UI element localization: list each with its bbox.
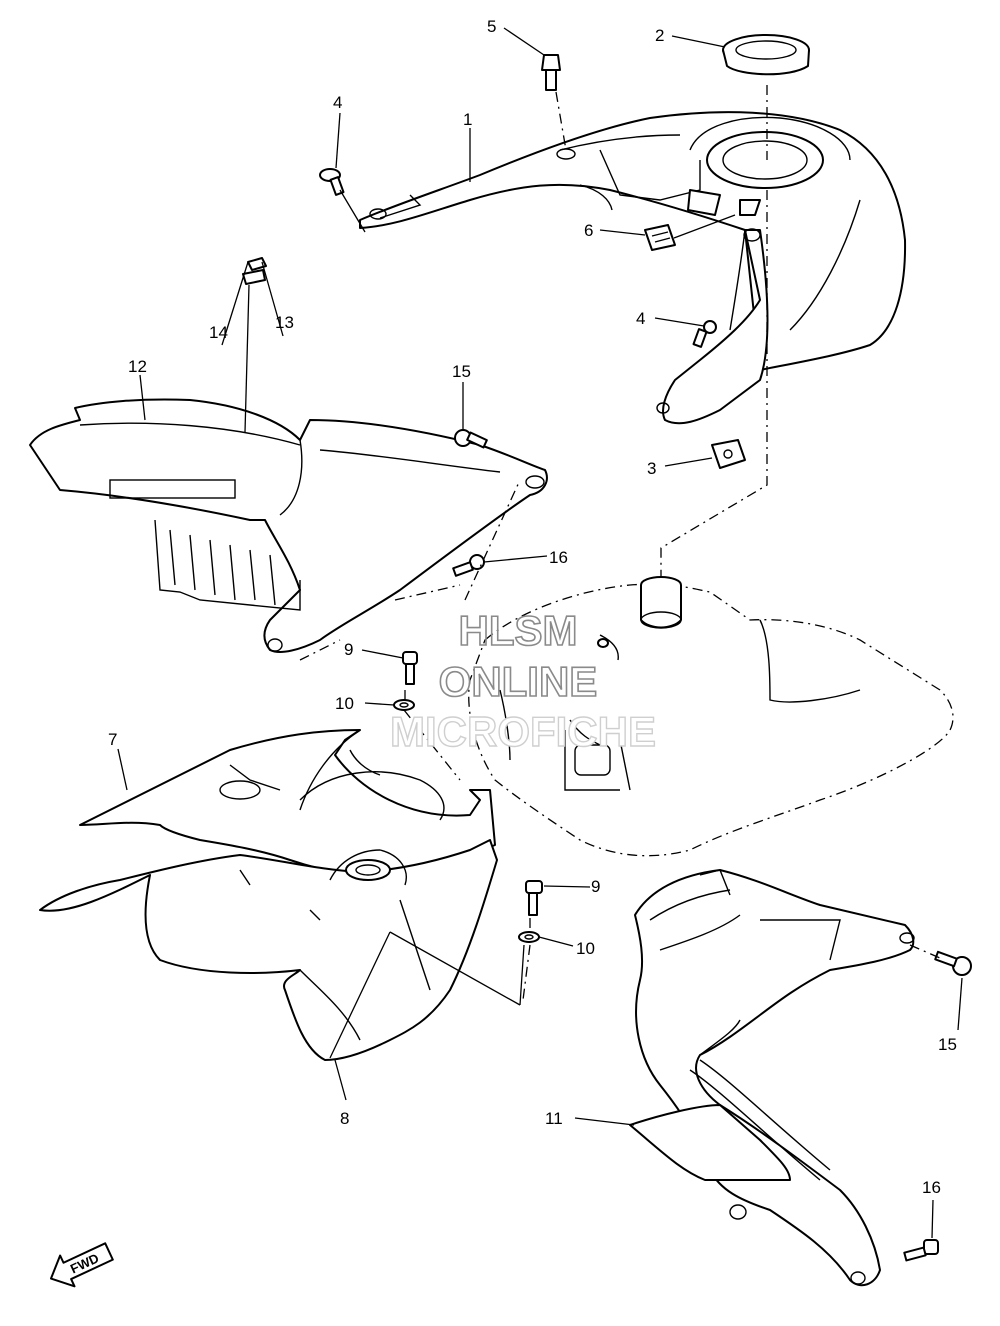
callout-2: 2 xyxy=(655,26,664,45)
callout-4a: 4 xyxy=(333,93,342,112)
nut-clip-part-3 xyxy=(711,439,746,469)
callout-16b: 16 xyxy=(922,1178,941,1197)
callout-14: 14 xyxy=(209,323,228,342)
callout-13: 13 xyxy=(275,313,294,332)
callout-4b: 4 xyxy=(636,309,645,328)
leader-lines xyxy=(117,27,963,1239)
grommets-part-13-14 xyxy=(242,257,267,285)
callout-16a: 16 xyxy=(549,548,568,567)
watermark-line-3: MICROFICHE xyxy=(390,708,656,755)
bolt-part-16a xyxy=(452,554,485,577)
washer-part-10b xyxy=(518,931,540,943)
bolt-part-9a xyxy=(402,651,418,685)
callout-3: 3 xyxy=(647,459,656,478)
callout-7: 7 xyxy=(108,730,117,749)
callout-9a: 9 xyxy=(344,640,353,659)
watermark-line-2: ONLINE xyxy=(439,658,598,705)
cap-seal-part-2 xyxy=(722,34,810,76)
callout-8: 8 xyxy=(340,1109,349,1128)
fuel-tank-reference xyxy=(468,576,954,857)
callout-labels: 1 2 3 4 4 5 6 7 8 9 9 10 10 11 12 13 14 … xyxy=(108,17,957,1197)
fwd-arrow: FWD xyxy=(49,1242,114,1288)
screw-part-15a xyxy=(454,429,488,449)
callout-11: 11 xyxy=(545,1109,563,1128)
assembly-lines xyxy=(299,85,941,1001)
callout-15a: 15 xyxy=(452,362,471,381)
screw-part-15b xyxy=(934,950,972,976)
callout-6: 6 xyxy=(584,221,593,240)
clip-part-6 xyxy=(644,224,676,251)
tank-cover-part-1 xyxy=(359,111,907,425)
callout-9b: 9 xyxy=(591,877,600,896)
callout-15b: 15 xyxy=(938,1035,957,1054)
bolt-part-5 xyxy=(541,54,561,91)
callout-1: 1 xyxy=(463,110,472,129)
bolt-part-9b xyxy=(525,880,543,916)
watermark: HLSM ONLINE MICROFICHE xyxy=(389,606,656,756)
side-cover-part-12 xyxy=(29,398,548,653)
callout-10a: 10 xyxy=(335,694,354,713)
callout-12: 12 xyxy=(128,357,147,376)
callout-10b: 10 xyxy=(576,939,595,958)
bolt-part-16b xyxy=(903,1239,939,1262)
lower-panel-part-8 xyxy=(39,839,498,1061)
side-cover-part-11 xyxy=(629,869,915,1287)
screw-part-4b xyxy=(692,320,717,348)
watermark-line-1: HLSM xyxy=(459,607,578,654)
callout-5: 5 xyxy=(487,17,496,36)
